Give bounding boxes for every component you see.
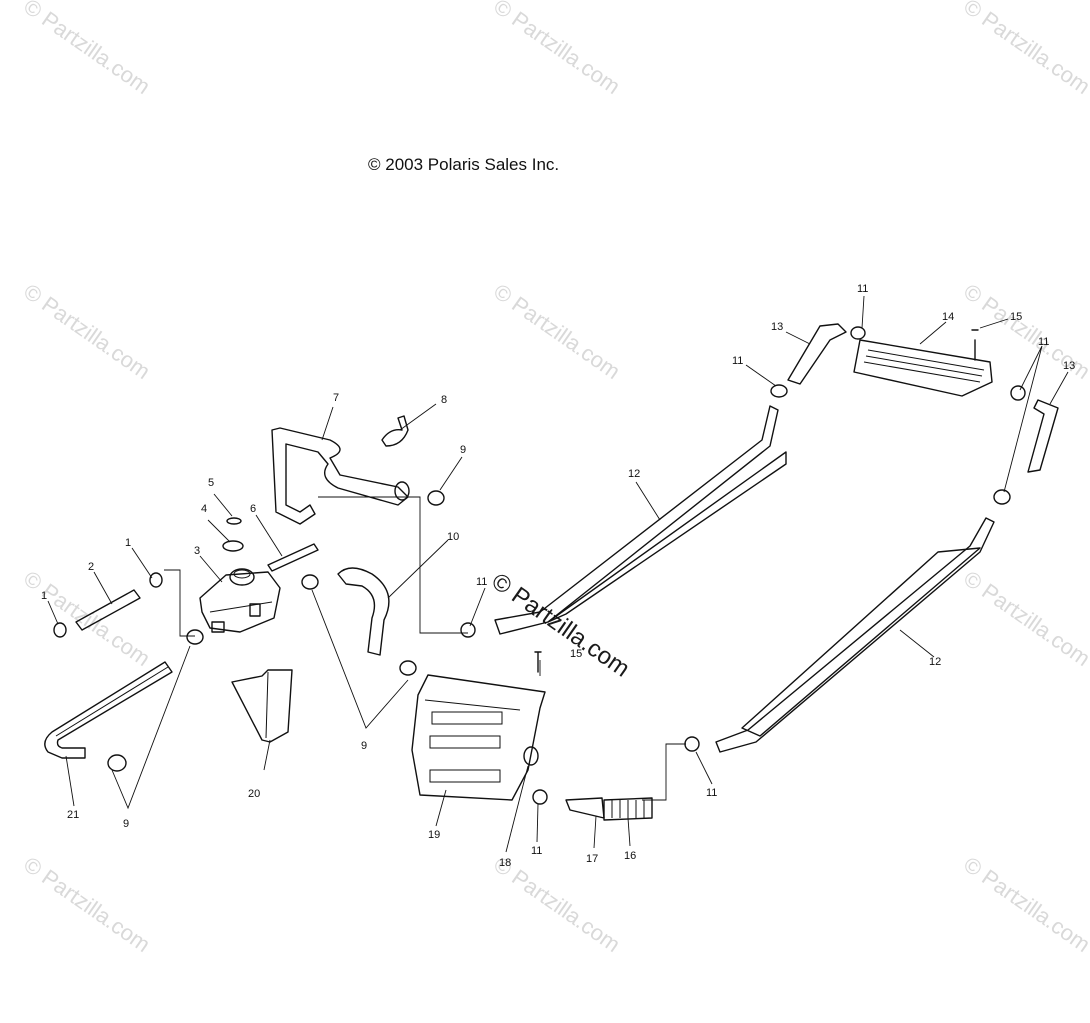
watermark: © Partzilla.com [489,0,625,99]
callout-18: 18 [499,857,511,869]
copyright-text: © 2003 Polaris Sales Inc. [368,155,559,174]
callout-12: 12 [929,656,941,668]
part-2-hose [75,589,141,631]
watermark: © Partzilla.com [19,0,155,99]
callout-5: 5 [208,477,214,489]
connector-lines [164,496,686,801]
watermark: © Partzilla.com [19,852,155,958]
callout-9: 9 [460,444,466,456]
callout-9: 9 [361,740,367,752]
part-8-clamp [381,415,409,447]
callout-21: 21 [67,809,79,821]
callout-15: 15 [570,648,582,660]
part-20-bracket [231,669,293,743]
callout-11: 11 [476,576,487,588]
part-18-clamp [523,746,539,766]
callout-2: 2 [88,561,94,573]
callout-11: 11 [531,845,542,857]
watermark: © Partzilla.com [959,566,1090,672]
watermark: © Partzilla.com [959,0,1090,99]
callout-13: 13 [771,321,783,333]
callout-3: 3 [194,545,200,557]
part-6-hose [267,543,319,572]
watermark: © Partzilla.com [19,566,155,672]
watermark: © Partzilla.com [19,279,155,385]
part-9-clamp-mid [301,574,319,590]
callout-15: 15 [1010,311,1022,323]
part-12-cooler-left [494,405,787,635]
part-5-cap [226,517,242,525]
watermark: © Partzilla.com [959,852,1090,958]
callout-8: 8 [441,394,447,406]
callout-16: 16 [624,850,636,862]
callout-1: 1 [125,537,131,549]
part-9-clamp-left [107,629,204,772]
callout-13: 13 [1063,360,1075,372]
part-9-clamp-low [399,660,417,676]
callout-12: 12 [628,468,640,480]
part-4-gasket [222,540,244,552]
callout-11: 11 [1038,336,1049,348]
part-13-hose-right [1027,399,1059,473]
callout-11: 11 [857,283,868,295]
part-16-corrugated-hose [603,797,653,821]
part-9-clamp-top [427,490,445,506]
watermark-center: © Partzilla.com [487,568,635,683]
callout-6: 6 [250,503,256,515]
part-3-reservoir [199,568,281,633]
callout-4: 4 [201,503,207,515]
callout-7: 7 [333,392,339,404]
part-7-hose [271,427,410,525]
watermarks: © Partzilla.com © Partzilla.com © Partzi… [19,0,1090,957]
part-14-cooler-rear [853,339,993,397]
part-10-hose [337,567,390,656]
watermark: © Partzilla.com [489,279,625,385]
callout-1: 1 [41,590,47,602]
callout-11: 11 [732,355,743,367]
part-17-hose [565,797,605,819]
leader-lines [47,295,1069,853]
part-19-heat-exchanger [411,674,546,801]
part-21-hose [44,661,173,759]
callout-17: 17 [586,853,598,865]
part-1-clamp-right [149,572,163,588]
callout-10: 10 [447,531,459,543]
part-1-clamp-left [53,622,67,638]
part-12-cooler-right [715,517,995,753]
callout-9: 9 [123,818,129,830]
part-13-hose-left [787,323,847,385]
callout-19: 19 [428,829,440,841]
callout-20: 20 [248,788,260,800]
part-15-screws [534,329,979,673]
callout-14: 14 [942,311,954,323]
callout-11: 11 [706,787,717,799]
part-11-clamps [460,326,1026,805]
callout-numbers: 1 1 2 3 4 5 6 7 8 9 10 9 9 20 21 11 15 1… [41,283,1075,869]
